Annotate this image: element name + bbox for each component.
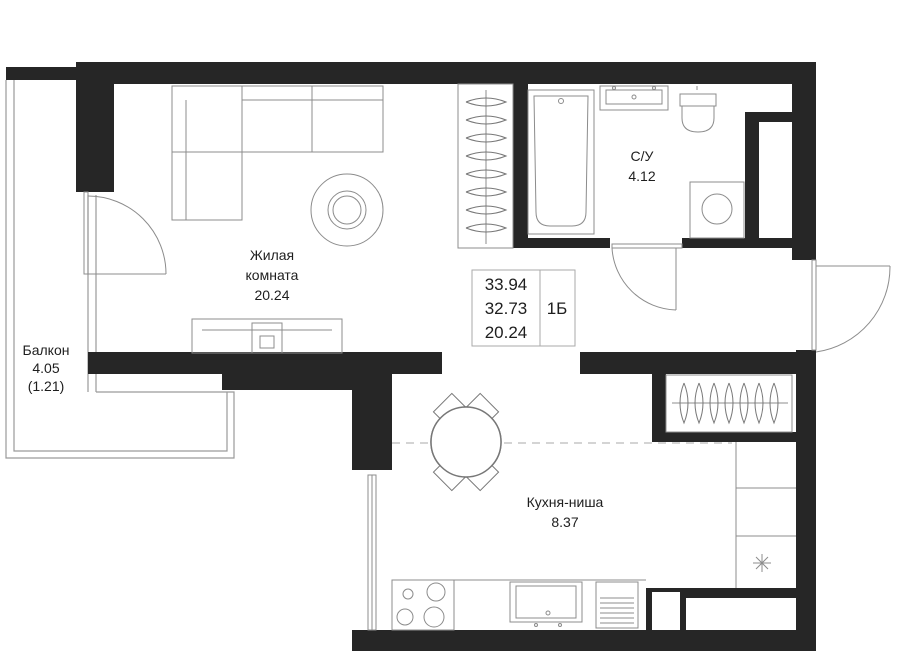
bathroom-area: 4.12 <box>628 168 655 184</box>
living-room-area: 20.24 <box>254 287 289 303</box>
walls <box>6 62 816 651</box>
balcony-area: 4.05 <box>32 360 59 376</box>
doors <box>83 191 891 631</box>
kitchen-area: 8.37 <box>551 514 578 530</box>
kitchen-unit <box>391 442 796 631</box>
bathroom-fixtures <box>527 85 745 239</box>
living-room-name-line2: комната <box>246 267 299 283</box>
total-area: 33.94 <box>485 275 528 294</box>
kitchen-name: Кухня-ниша <box>527 494 604 510</box>
apartment-type: 1Б <box>547 299 568 318</box>
balcony-name: Балкон <box>23 342 70 358</box>
hangers <box>465 97 779 425</box>
balcony <box>5 80 235 459</box>
living-room-name-line1: Жилая <box>250 247 294 263</box>
balcony-reduced-area: (1.21) <box>28 378 65 394</box>
area-without-balcony: 32.73 <box>485 299 528 318</box>
area-summary-box <box>471 269 576 347</box>
bathroom-name: С/У <box>631 148 654 164</box>
living-area: 20.24 <box>485 323 528 342</box>
dining-table <box>392 392 732 492</box>
